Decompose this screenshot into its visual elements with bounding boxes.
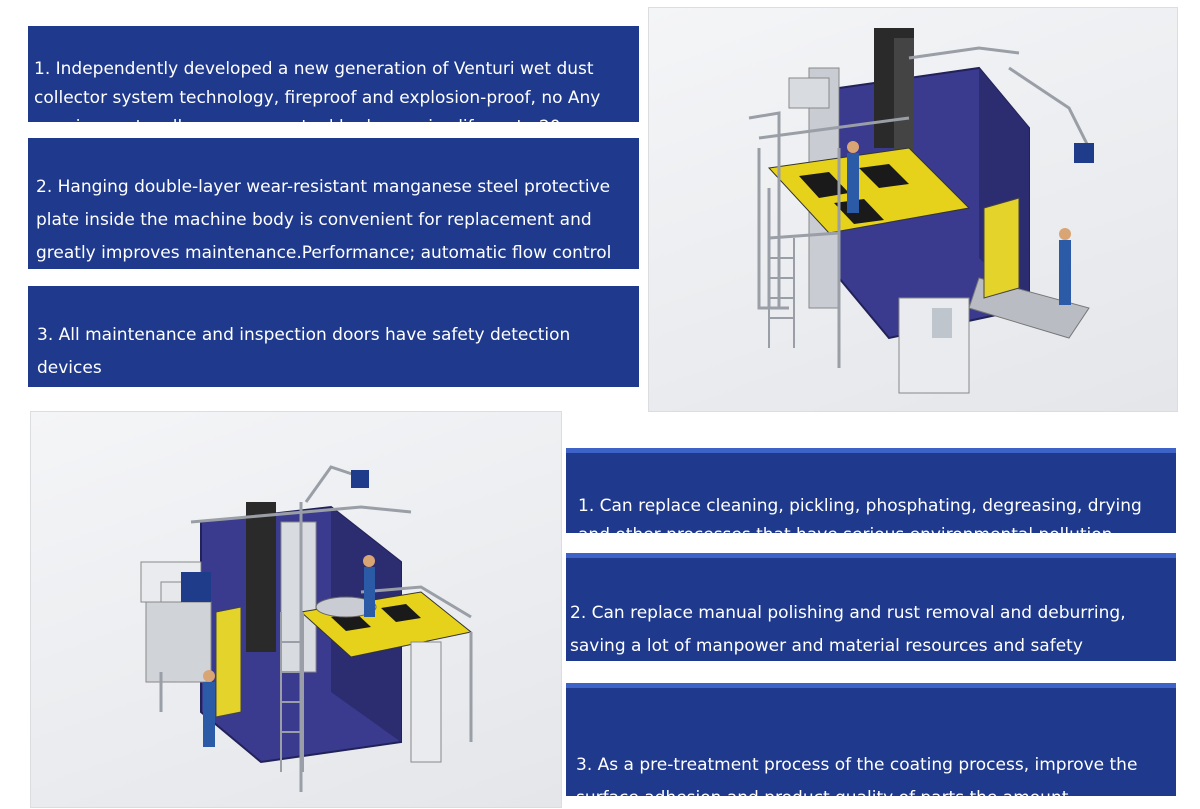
feature-text: 1. Independently developed a new generat… [34, 59, 613, 122]
machine-illustration [140, 465, 473, 792]
shot-blaster-render-right [648, 7, 1178, 412]
feature-text: 2. Hanging double-layer wear-resistant m… [36, 177, 612, 263]
benefit-panel-manual-polishing: 2. Can replace manual polishing and rust… [566, 553, 1176, 661]
benefit-text: 3. As a pre-treatment process of the coa… [576, 755, 1138, 796]
benefit-panel-replace-processes: 1. Can replace cleaning, pickling, phosp… [566, 448, 1176, 533]
feature-panel-venturi: 1. Independently developed a new generat… [28, 26, 639, 122]
feature-panel-protective-plate: 2. Hanging double-layer wear-resistant m… [28, 138, 639, 269]
feature-panel-maintenance-doors: 3. All maintenance and inspection doors … [28, 286, 639, 387]
benefit-panel-pretreatment: 3. As a pre-treatment process of the coa… [566, 683, 1176, 796]
shot-blaster-render-left [30, 411, 562, 808]
benefit-text: 1. Can replace cleaning, pickling, phosp… [578, 496, 1142, 533]
machine-illustration [748, 28, 1094, 394]
benefit-text: 2. Can replace manual polishing and rust… [570, 603, 1126, 656]
feature-text: 3. All maintenance and inspection doors … [37, 325, 571, 378]
